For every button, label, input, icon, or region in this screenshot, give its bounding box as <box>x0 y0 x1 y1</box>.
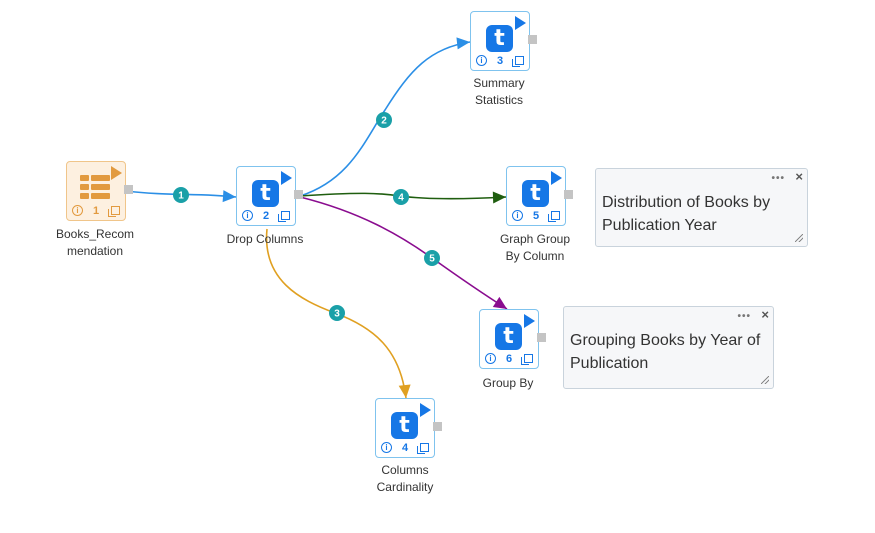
edge-line[interactable] <box>299 196 508 310</box>
edge-badge-label: 2 <box>381 116 387 127</box>
node-columns-cardinality[interactable]: t i 4 <box>375 398 442 458</box>
play-icon[interactable] <box>524 314 535 328</box>
copy-icon[interactable] <box>278 211 290 222</box>
edge-badge-label: 4 <box>398 193 404 204</box>
node-index: 1 <box>92 205 100 217</box>
edge-badge-label: 3 <box>334 309 340 320</box>
edge-badge[interactable] <box>376 112 392 128</box>
copy-icon[interactable] <box>417 443 429 454</box>
node-books-recommendation[interactable]: i 1 <box>66 161 133 221</box>
output-port[interactable] <box>564 190 573 199</box>
play-icon[interactable] <box>551 171 562 185</box>
output-port[interactable] <box>433 422 442 431</box>
annotation-note[interactable]: ••• × Distribution of Books by Publicati… <box>595 168 808 247</box>
info-icon[interactable]: i <box>512 210 523 221</box>
copy-icon[interactable] <box>548 211 560 222</box>
info-icon[interactable]: i <box>381 442 392 453</box>
t-icon: t <box>252 180 279 207</box>
node-label: Books_Recom mendation <box>55 227 135 258</box>
table-icon <box>80 175 110 203</box>
edge-badge[interactable] <box>329 305 345 321</box>
node-label: Drop Columns <box>226 232 304 246</box>
node-label: Columns Cardinality <box>376 463 434 494</box>
edge-badge-label: 5 <box>429 254 435 265</box>
edge-arrowhead <box>492 191 506 204</box>
edge-arrowhead <box>398 384 411 398</box>
edge-line[interactable] <box>299 41 471 197</box>
output-port[interactable] <box>294 190 303 199</box>
info-icon[interactable]: i <box>242 210 253 221</box>
more-icon[interactable]: ••• <box>737 311 751 322</box>
info-icon[interactable]: i <box>476 55 487 66</box>
node-index: 4 <box>401 442 409 454</box>
info-icon[interactable]: i <box>485 353 496 364</box>
edge-badge-label: 1 <box>178 191 184 202</box>
node-index: 6 <box>505 353 513 365</box>
close-icon[interactable]: × <box>761 307 769 322</box>
close-icon[interactable]: × <box>795 169 803 184</box>
note-text: Grouping Books by Year of Publication <box>570 332 761 372</box>
node-label: Summary Statistics <box>473 76 525 107</box>
t-icon: t <box>495 323 522 350</box>
play-icon[interactable] <box>281 171 292 185</box>
copy-icon[interactable] <box>521 354 533 365</box>
play-icon[interactable] <box>420 403 431 417</box>
edge-badge[interactable] <box>393 189 409 205</box>
node-index: 5 <box>532 210 540 222</box>
output-port[interactable] <box>528 35 537 44</box>
edge-badge[interactable] <box>424 250 440 266</box>
annotation-note[interactable]: ••• × Grouping Books by Year of Publicat… <box>563 306 774 389</box>
copy-icon[interactable] <box>512 56 524 67</box>
node-index: 3 <box>496 55 504 67</box>
node-label: Group By <box>482 376 534 390</box>
node-group-by[interactable]: t i 6 <box>479 309 546 369</box>
output-port[interactable] <box>537 333 546 342</box>
resize-handle-icon[interactable] <box>795 234 803 242</box>
t-icon: t <box>522 180 549 207</box>
t-icon: t <box>391 412 418 439</box>
node-drop-columns[interactable]: t i 2 <box>236 166 303 226</box>
note-text: Distribution of Books by Publication Yea… <box>602 194 771 234</box>
node-summary-statistics[interactable]: t i 3 <box>470 11 537 71</box>
node-label: Graph Group By Column <box>499 232 571 263</box>
node-index: 2 <box>262 210 270 222</box>
more-icon[interactable]: ••• <box>771 173 785 184</box>
node-graph-group-by-column[interactable]: t i 5 <box>506 166 573 226</box>
edge-arrowhead <box>456 37 470 50</box>
output-port[interactable] <box>124 185 133 194</box>
edge-arrowhead <box>222 190 236 203</box>
info-icon[interactable]: i <box>72 205 83 216</box>
copy-icon[interactable] <box>108 206 120 217</box>
play-icon[interactable] <box>111 166 122 180</box>
t-icon: t <box>486 25 513 52</box>
edge-badge[interactable] <box>173 187 189 203</box>
resize-handle-icon[interactable] <box>761 376 769 384</box>
edge-arrowhead <box>492 296 507 309</box>
play-icon[interactable] <box>515 16 526 30</box>
